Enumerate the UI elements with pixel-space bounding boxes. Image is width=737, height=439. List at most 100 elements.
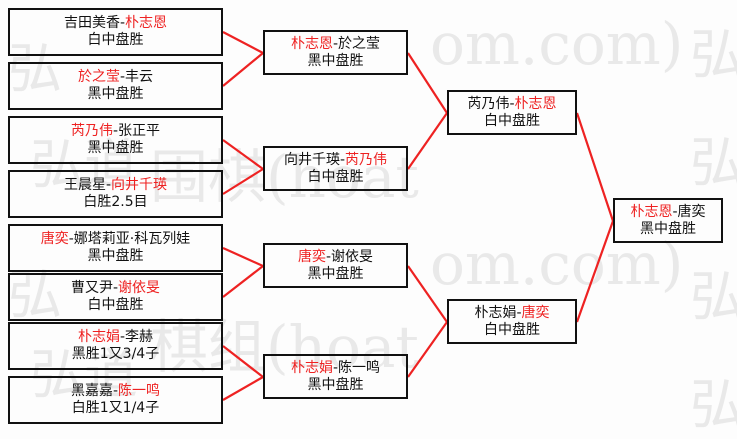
match-box[interactable]: 王晨星-向井千瑛白胜2.5目: [8, 170, 223, 218]
player-name-winner: 朴志恩: [290, 35, 333, 52]
versus-separator: -: [68, 231, 74, 248]
match-box[interactable]: 黑嘉嘉-陈一鸣白胜1又1/4子: [8, 376, 223, 424]
bracket-connector: [222, 31, 264, 54]
match-box[interactable]: 唐奕-娜塔莉亚·科瓦列娃黑中盘胜: [8, 224, 223, 272]
bracket-connector: [222, 52, 264, 87]
bracket-connector: [575, 220, 615, 323]
match-players: 芮乃伟-朴志恩: [467, 96, 556, 113]
match-players: 王晨星-向井千瑛: [64, 177, 167, 194]
match-box[interactable]: 吉田美香-朴志恩白中盘胜: [8, 8, 223, 56]
player-name-winner: 於之莹: [77, 69, 120, 86]
match-box[interactable]: 於之莹-丰云黑中盘胜: [8, 62, 223, 110]
player-name-winner: 芮乃伟: [345, 151, 388, 168]
player-name-winner: 唐奕: [297, 248, 326, 265]
match-result: 白中盘胜: [87, 32, 144, 48]
player-name-winner: 芮乃伟: [70, 123, 113, 140]
match-players: 唐奕-谢依旻: [298, 249, 373, 266]
bracket-connector: [407, 265, 448, 323]
player-name-winner: 唐奕: [40, 231, 69, 248]
bracket-connector: [407, 321, 448, 378]
match-box[interactable]: 朴志娟-陈一鸣黑中盘胜: [263, 354, 408, 399]
match-result: 黑中盘胜: [87, 140, 144, 156]
match-players: 黑嘉嘉-陈一鸣: [71, 383, 160, 400]
bracket-connector: [222, 246, 264, 268]
versus-separator: -: [516, 304, 522, 321]
bracket-connector: [407, 52, 448, 114]
match-players: 向井千瑛-芮乃伟: [284, 152, 387, 169]
match-box[interactable]: 唐奕-谢依旻黑中盘胜: [263, 243, 408, 288]
match-result: 黑中盘胜: [307, 376, 364, 393]
match-result: 黑中盘胜: [307, 265, 364, 282]
bracket-connector: [222, 265, 264, 298]
versus-separator: -: [112, 383, 119, 400]
match-result: 白胜2.5目: [83, 194, 148, 210]
player-name-winner: 陈一鸣: [118, 383, 161, 400]
player-name-loser: 於之莹: [338, 35, 381, 52]
watermark-text: 弘: [690, 131, 737, 194]
player-name-loser: 李赫: [125, 329, 154, 346]
player-name-loser: 谢依旻: [331, 248, 374, 265]
versus-separator: -: [105, 177, 112, 194]
versus-separator: -: [509, 95, 515, 112]
player-name-winner: 朴志恩: [125, 15, 168, 32]
bracket-connector: [222, 139, 264, 170]
match-box[interactable]: 朴志恩-唐奕黑中盘胜: [613, 198, 723, 243]
match-players: 於之莹-丰云: [78, 69, 153, 86]
match-box[interactable]: 朴志娟-唐奕白中盘胜: [447, 299, 577, 344]
match-result: 白中盘胜: [87, 297, 144, 313]
bracket-connector: [222, 376, 264, 401]
match-box[interactable]: 芮乃伟-张正平黑中盘胜: [8, 116, 223, 164]
player-name-loser: 张正平: [118, 123, 161, 140]
player-name-loser: 曹又尹: [70, 280, 113, 297]
player-name-loser: 芮乃伟: [467, 95, 510, 112]
player-name-loser: 朴志娟: [474, 304, 517, 321]
match-box[interactable]: 向井千瑛-芮乃伟白中盘胜: [263, 146, 408, 191]
match-players: 吉田美香-朴志恩: [64, 15, 167, 32]
bracket-connector: [222, 168, 264, 195]
player-name-loser: 吉田美香: [63, 15, 120, 32]
match-players: 朴志恩-唐奕: [630, 204, 705, 221]
match-box[interactable]: 曹又尹-谢依旻白中盘胜: [8, 273, 223, 321]
player-name-loser: 丰云: [125, 69, 154, 86]
player-name-loser: 王晨星: [63, 177, 106, 194]
versus-separator: -: [119, 69, 126, 86]
match-players: 朴志娟-李赫: [78, 329, 153, 346]
match-result: 黑中盘胜: [640, 220, 696, 237]
match-players: 唐奕-娜塔莉亚·科瓦列娃: [41, 231, 191, 248]
versus-separator: -: [332, 359, 339, 376]
match-players: 朴志恩-於之莹: [291, 36, 380, 53]
versus-separator: -: [119, 15, 126, 32]
versus-separator: -: [672, 203, 678, 220]
watermark-text: 弘: [690, 265, 737, 328]
match-result: 黑中盘胜: [307, 52, 364, 69]
player-name-winner: 谢依旻: [118, 280, 161, 297]
versus-separator: -: [119, 329, 126, 346]
match-box[interactable]: 朴志娟-李赫黑胜1又3/4子: [8, 322, 223, 370]
match-result: 白中盘胜: [484, 321, 540, 338]
player-name-winner: 朴志娟: [290, 359, 333, 376]
versus-separator: -: [325, 248, 332, 265]
watermark-text: 弘: [690, 23, 737, 86]
match-box[interactable]: 朴志恩-於之莹黑中盘胜: [263, 30, 408, 75]
player-name-winner: 向井千瑛: [111, 177, 168, 194]
match-players: 朴志娟-唐奕: [474, 305, 549, 322]
player-name-loser: 娜塔莉亚·科瓦列娃: [73, 231, 191, 248]
bracket-connector: [575, 112, 615, 222]
player-name-loser: 向井千瑛: [283, 151, 340, 168]
versus-separator: -: [112, 280, 119, 297]
match-players: 曹又尹-谢依旻: [71, 280, 160, 297]
watermark-text: 弘: [690, 373, 737, 436]
versus-separator: -: [112, 123, 119, 140]
player-name-winner: 朴志恩: [630, 203, 673, 220]
match-result: 白中盘胜: [307, 168, 364, 185]
player-name-winner: 唐奕: [521, 304, 550, 321]
player-name-loser: 黑嘉嘉: [70, 383, 113, 400]
match-players: 朴志娟-陈一鸣: [291, 360, 380, 377]
player-name-loser: 陈一鸣: [338, 359, 381, 376]
player-name-loser: 唐奕: [677, 203, 706, 220]
match-result: 黑胜1又3/4子: [71, 346, 160, 362]
match-result: 白中盘胜: [484, 112, 540, 129]
bracket-connector: [222, 345, 264, 378]
match-box[interactable]: 芮乃伟-朴志恩白中盘胜: [447, 90, 577, 135]
